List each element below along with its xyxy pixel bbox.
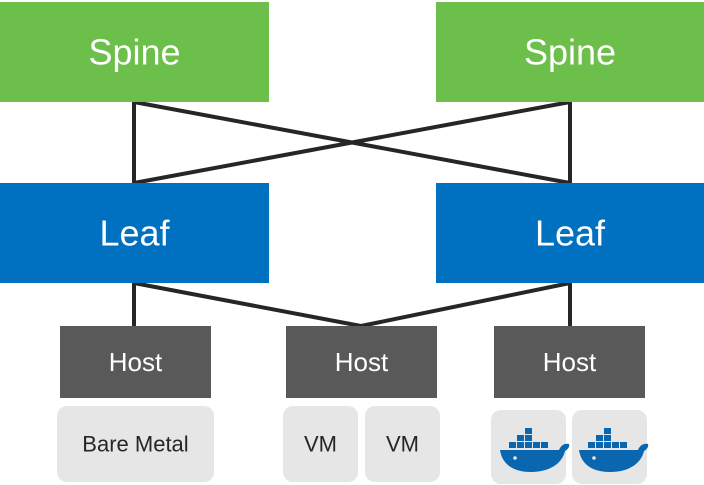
workload-label: Bare Metal — [82, 432, 188, 457]
host-node[interactable]: Host — [60, 326, 211, 398]
host-label: Host — [109, 347, 163, 377]
host-label: Host — [335, 347, 389, 377]
vm-workload: VM — [365, 406, 440, 482]
container-workload — [572, 410, 649, 484]
workload-label: VM — [304, 432, 337, 457]
spine-label: Spine — [524, 32, 616, 73]
vm-workload: VM — [283, 406, 358, 482]
spine-switch[interactable]: Spine — [0, 2, 269, 102]
leaf-label: Leaf — [535, 213, 606, 254]
host-label: Host — [543, 347, 597, 377]
leaf-switch[interactable]: Leaf — [0, 183, 269, 283]
spine-switch[interactable]: Spine — [436, 2, 704, 102]
host-node[interactable]: Host — [286, 326, 437, 398]
container-workload — [491, 410, 570, 484]
link-line — [360, 281, 571, 328]
leaf-label: Leaf — [99, 213, 170, 254]
host-node[interactable]: Host — [494, 326, 645, 398]
bare-metal-workload: Bare Metal — [57, 406, 214, 482]
link-line — [133, 281, 362, 328]
link-line — [133, 100, 571, 185]
leaf-switch[interactable]: Leaf — [436, 183, 704, 283]
workload-label: VM — [386, 432, 419, 457]
spine-label: Spine — [88, 32, 180, 73]
links — [132, 100, 572, 328]
